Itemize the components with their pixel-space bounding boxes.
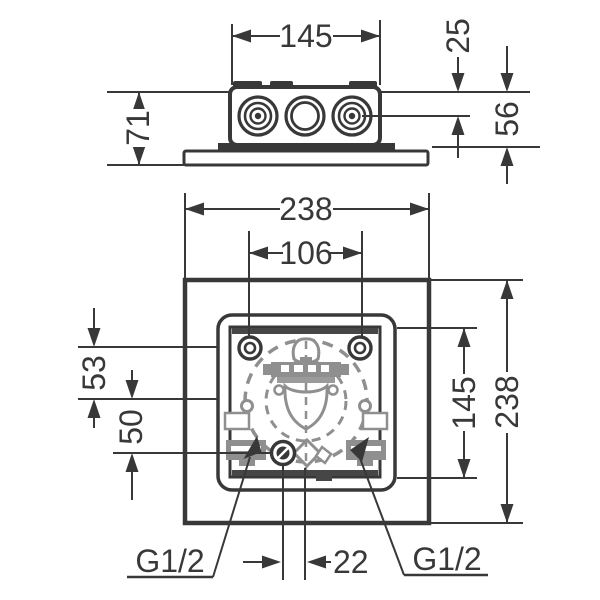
side-extension-lines <box>107 20 540 166</box>
port-left <box>237 95 279 137</box>
dim-center-offset: 22 <box>243 544 369 580</box>
dim-width-label: 145 <box>279 18 332 54</box>
screw-holes <box>237 335 373 467</box>
connection-callout-left: G1/2 <box>127 436 262 579</box>
base-plate <box>182 149 430 167</box>
leader-arrow-left <box>243 436 262 459</box>
dim-outer-height-label: 238 <box>489 375 525 428</box>
dim-upper-offset-label: 53 <box>76 355 112 391</box>
dim-top-offset: 25 <box>440 18 476 158</box>
cartridge-shield <box>283 382 329 431</box>
dim-upper-offset: 53 <box>76 308 112 428</box>
connection-right-label: G1/2 <box>412 541 481 577</box>
box-top-band <box>232 328 378 334</box>
side-view: 145 71 25 56 <box>107 18 540 184</box>
connection-callout-right: G1/2 <box>350 437 488 577</box>
front-view: 238 106 53 50 <box>76 191 525 580</box>
dim-hole-spacing-label: 106 <box>279 235 332 271</box>
dim-center-offset-label: 22 <box>333 544 369 580</box>
dim-height-label: 71 <box>120 110 156 146</box>
screw-hole-top-left <box>237 335 263 361</box>
dim-inner-height-label: 145 <box>446 376 482 429</box>
dim-hole-spacing: 106 <box>249 235 362 271</box>
internal-valve-detail <box>223 337 389 470</box>
dim-depth-label: 56 <box>489 101 525 137</box>
dim-outer-height: 238 <box>489 280 525 523</box>
leader-arrow-right <box>350 437 369 462</box>
dim-lower-offset-label: 50 <box>113 409 149 445</box>
inner-dashed-circle <box>264 359 348 443</box>
dim-height: 71 <box>120 92 156 165</box>
dim-inner-height: 145 <box>446 328 482 478</box>
leader-line-right <box>357 452 405 576</box>
mid-plate <box>218 143 395 151</box>
connection-left-label: G1/2 <box>135 543 204 579</box>
dim-top-offset-label: 25 <box>440 18 476 54</box>
port-middle <box>284 95 326 137</box>
box-bottom-tab <box>316 476 332 481</box>
dim-depth: 56 <box>489 46 525 184</box>
dim-lower-offset: 50 <box>113 370 149 500</box>
screw-hole-bottom <box>269 439 297 467</box>
screw-hole-top-right <box>347 335 373 361</box>
leader-line-left <box>212 456 251 578</box>
dim-outer-width-label: 238 <box>279 191 332 227</box>
dim-width: 145 <box>232 18 380 54</box>
dim-outer-width: 238 <box>185 191 429 227</box>
